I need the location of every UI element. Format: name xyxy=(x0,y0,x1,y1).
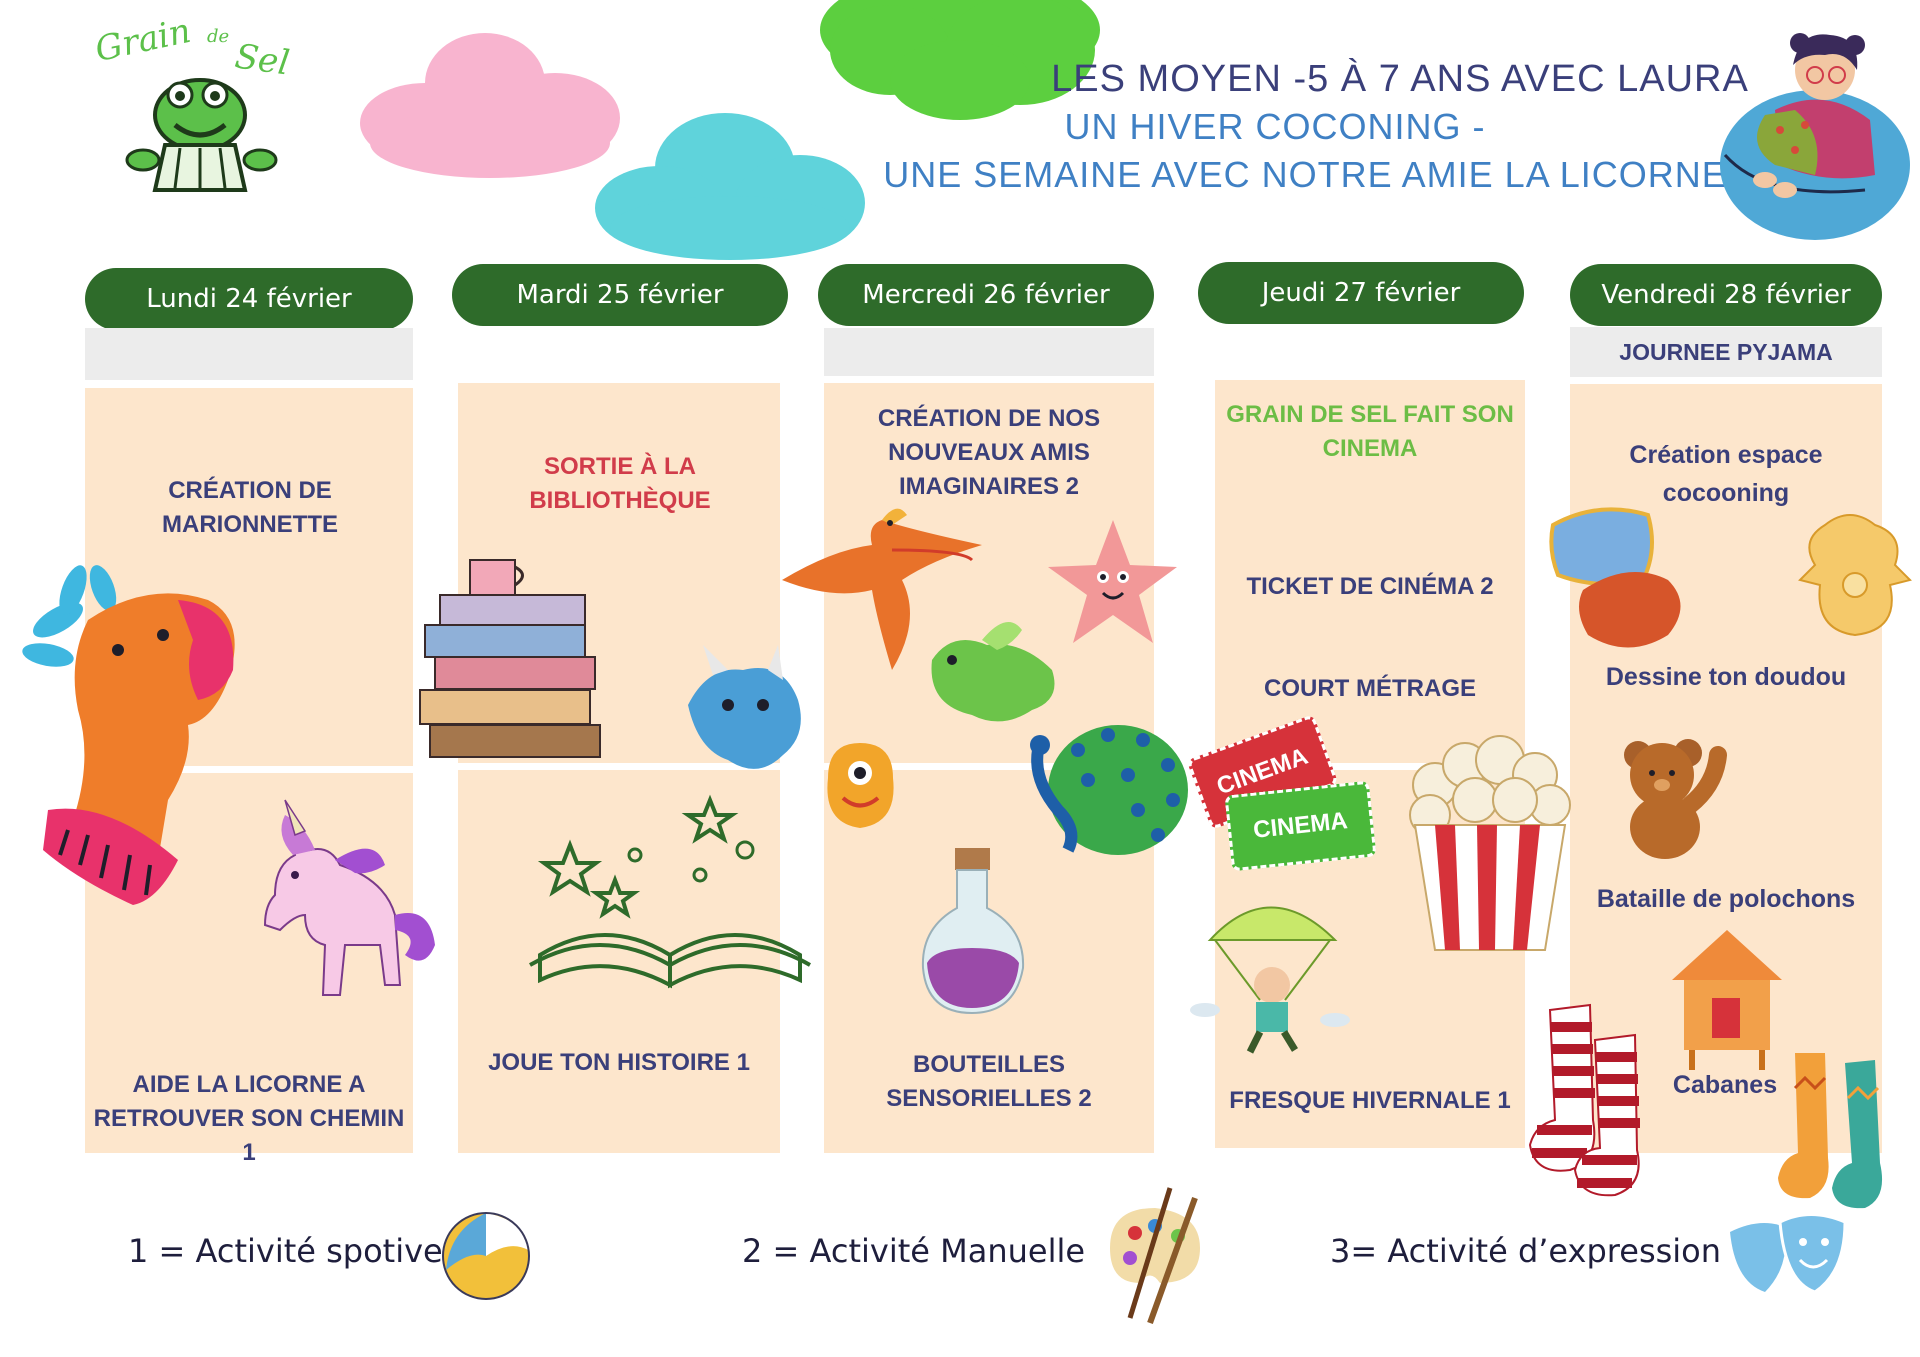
palette-icon xyxy=(1110,1187,1200,1325)
day-pill-lundi: Lundi 24 février xyxy=(85,268,413,330)
day-pill-mercredi: Mercredi 26 février xyxy=(818,264,1154,326)
blue-dragon-icon xyxy=(688,645,801,769)
activity-jeudi-4: FRESQUE HIVERNALE 1 xyxy=(1229,1087,1511,1114)
books-stack-icon xyxy=(419,559,601,758)
activity-jeudi-3: COURT MÉTRAGE xyxy=(1264,675,1476,702)
day-header-bar-mercredi xyxy=(824,328,1154,376)
activity-jeudi-1: GRAIN DE SEL FAIT SON CINEMA xyxy=(1226,401,1514,462)
activity-panel-mardi-bottom xyxy=(458,770,780,1153)
frog-logo-icon xyxy=(125,78,278,192)
starfish-icon xyxy=(1048,520,1177,643)
legend-item-sport: 1 = Activité spotive xyxy=(128,1232,443,1270)
header-line2: UN HIVER COCONING - xyxy=(1064,106,1486,147)
day-header-bar-lundi xyxy=(85,328,413,380)
cabin-icon xyxy=(1672,930,1782,1070)
activity-mercredi-2: BOUTEILLES SENSORIELLES 2 xyxy=(886,1051,1092,1112)
activity-jeudi-2: TICKET DE CINÉMA 2 xyxy=(1246,573,1494,600)
reading-girl-icon xyxy=(1720,33,1910,240)
legend-item-expression: 3= Activité d’expression xyxy=(1330,1232,1722,1270)
activity-mardi-1: SORTIE À LA BIBLIOTHÈQUE xyxy=(529,453,711,514)
activity-vendredi-2: Dessine ton doudou xyxy=(1605,663,1847,691)
day-subtitle-vendredi: JOURNEE PYJAMA xyxy=(1570,327,1882,377)
day-pill-mardi: Mardi 25 février xyxy=(452,264,788,326)
phoenix-icon xyxy=(782,508,982,670)
pink-cloud-icon xyxy=(360,33,620,178)
parachute-boy-icon xyxy=(1190,906,1350,1054)
green-cloud-icon xyxy=(820,0,1100,120)
logo-text-de: de xyxy=(207,26,230,47)
header-line3: UNE SEMAINE AVEC NOTRE AMIE LA LICORNE xyxy=(883,154,1727,195)
logo: Grain de Sel xyxy=(92,11,295,192)
cinema-ticket-green-label: CINEMA xyxy=(1251,807,1349,844)
peacock-icon xyxy=(1030,725,1188,855)
activity-mardi-2: JOUE TON HISTOIRE 1 xyxy=(488,1049,750,1076)
sock-puppet-icon xyxy=(22,565,235,905)
header-line1: LES MOYEN -5 À 7 ANS AVEC LAURA xyxy=(1051,58,1749,100)
green-dragon-icon xyxy=(931,622,1055,722)
unicorn-icon xyxy=(263,799,435,996)
striped-socks-icon xyxy=(1528,1003,1640,1197)
activity-vendredi-3: Bataille de polochons xyxy=(1596,885,1856,913)
legend-item-manual: 2 = Activité Manuelle xyxy=(742,1232,1086,1270)
pillows-icon xyxy=(1549,507,1681,648)
teddy-bear-icon xyxy=(1624,739,1727,859)
theater-masks-icon xyxy=(1730,1213,1847,1294)
potion-bottle-icon xyxy=(921,848,1025,1015)
activity-mercredi-1: CRÉATION DE NOS NOUVEAUX AMIS IMAGINAIRE… xyxy=(877,405,1101,500)
doudou-icon xyxy=(1798,514,1912,637)
logo-text-sel: Sel xyxy=(232,36,292,84)
activity-vendredi-1: Création espace cocooning xyxy=(1629,441,1823,507)
day-pill-vendredi: Vendredi 28 février xyxy=(1570,264,1882,326)
popcorn-icon xyxy=(1409,735,1571,951)
day-pill-jeudi: Jeudi 27 février xyxy=(1198,262,1524,324)
magic-book-icon xyxy=(529,794,811,989)
zigzag-socks-icon xyxy=(1778,1053,1883,1209)
cinema-ticket-green: CINEMA xyxy=(1224,780,1377,872)
volleyball-icon xyxy=(442,1212,530,1300)
orange-monster-icon xyxy=(827,743,894,828)
activity-lundi-2: AIDE LA LICORNE A RETROUVER SON CHEMIN 1 xyxy=(93,1071,405,1166)
activity-lundi-1: CRÉATION DE MARIONNETTE xyxy=(162,477,338,538)
activity-vendredi-4: Cabanes xyxy=(1672,1071,1778,1099)
blue-cloud-icon xyxy=(595,113,865,260)
activity-panel-jeudi-top xyxy=(1215,380,1525,763)
